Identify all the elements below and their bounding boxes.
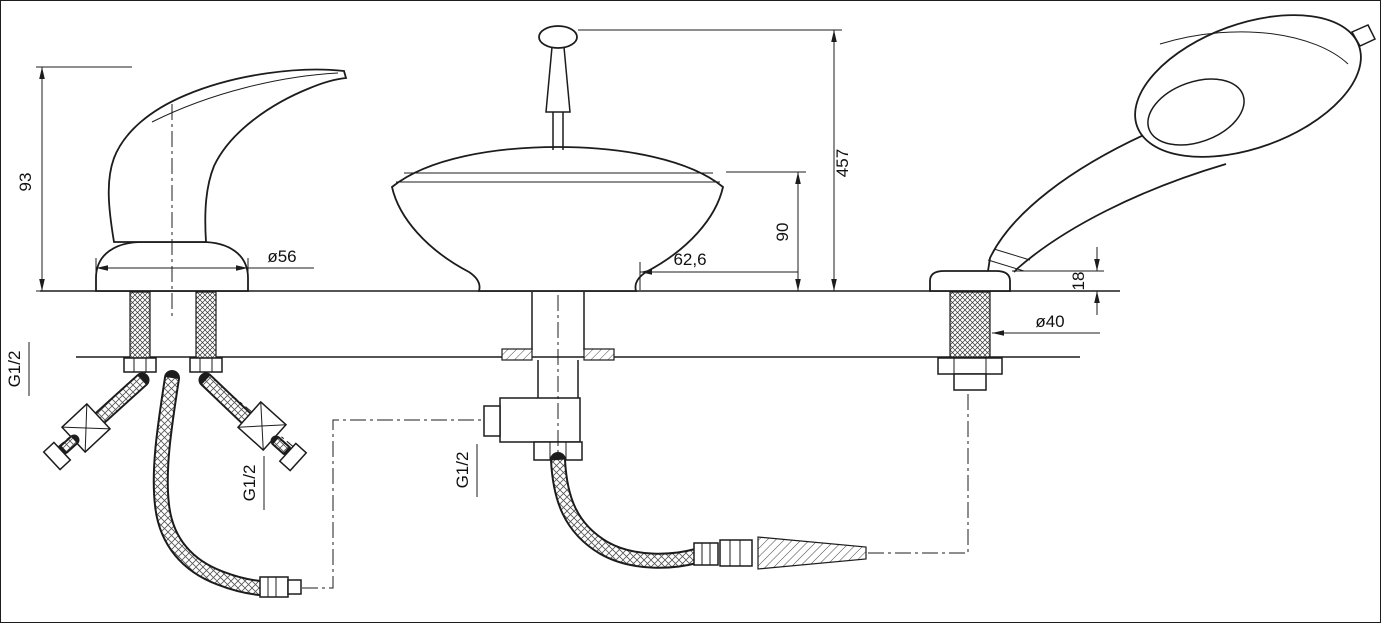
- mixer-nut-right: [189, 357, 223, 373]
- bracket-shank: [949, 291, 991, 358]
- dim-bracket-height-label: 18: [1069, 272, 1088, 291]
- spout-elbow: [499, 397, 581, 443]
- mixer-shank-left: [129, 291, 151, 359]
- handshower-face: [1147, 78, 1245, 146]
- dim-overall-height-label: 457: [833, 149, 852, 177]
- mixer-below-deck: [42, 291, 308, 598]
- dim-handle-height-label: 93: [16, 173, 35, 192]
- connection-route-left: [302, 419, 484, 589]
- spout-inlet-stub: [483, 405, 501, 437]
- dim-base-diameter-label: ø56: [267, 247, 296, 266]
- spout-above-deck: [390, 25, 725, 292]
- thread-label-left: G1/2: [5, 351, 24, 388]
- spout-below-deck: [302, 292, 969, 589]
- supply-hose-fitting: [259, 576, 289, 598]
- mixer-nut-left: [123, 357, 157, 373]
- mixer-lever-handle: [107, 68, 348, 243]
- bracket-stub: [953, 373, 987, 391]
- handshower: [929, 14, 1377, 292]
- dim-bracket-diameter-label: ø40: [1035, 312, 1064, 331]
- handshower-highlight: [1159, 31, 1349, 65]
- thread-label-spout: G1/2: [453, 452, 472, 489]
- valve-end-nut-left: [42, 441, 72, 471]
- hose-coupler-2: [719, 539, 753, 567]
- bracket-nut: [937, 357, 1003, 375]
- dimensions: 93 ø56 457 90 62,6 18 ø40 G1/2 G1/2: [5, 29, 1104, 510]
- diverter-knob: [538, 25, 578, 49]
- hose-coupler-1: [693, 542, 719, 566]
- dim-spout-width-label: 62,6: [673, 250, 706, 269]
- handshower-bracket: [929, 270, 1011, 292]
- hose-spring-guard: [757, 536, 867, 570]
- lever-accent-line: [151, 72, 339, 123]
- spout-locknut-right: [583, 348, 615, 361]
- valve-end-nut-right: [278, 442, 308, 472]
- thread-label-right: G1/2: [240, 465, 259, 502]
- handshower-below-deck: [937, 291, 1003, 391]
- spout-locknut-left: [501, 348, 533, 361]
- connection-route-right: [868, 392, 969, 554]
- mixer-shank-right: [195, 291, 217, 359]
- dim-spout-height-label: 90: [773, 223, 792, 242]
- spout-body: [390, 146, 725, 292]
